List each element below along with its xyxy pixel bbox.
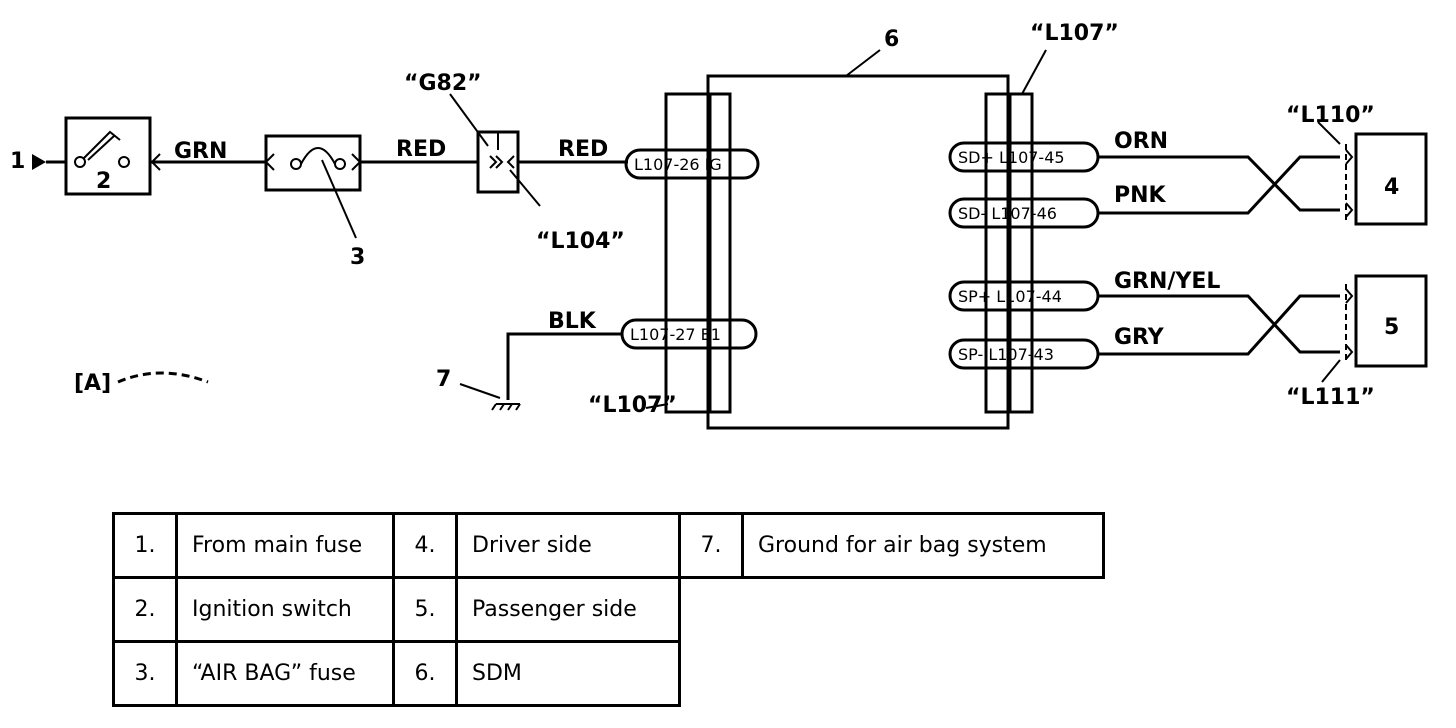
connector-l107-left bbox=[664, 92, 732, 414]
legend-number: 7. bbox=[678, 512, 744, 579]
legend-number: 4. bbox=[392, 512, 458, 579]
passenger-side-module bbox=[1354, 274, 1428, 368]
wire-color-red-2: RED bbox=[558, 137, 608, 162]
legend-text: Driver side bbox=[455, 512, 681, 579]
callout-2: 2 bbox=[96, 169, 111, 194]
legend-table: 1. From main fuse 4. Driver side 7. Grou… bbox=[112, 512, 1105, 707]
legend-text: Ignition switch bbox=[175, 576, 395, 643]
connector-l107-top-label: “L107” bbox=[1030, 21, 1119, 46]
pin-sp-plus-label: SP+ L107-44 bbox=[958, 287, 1062, 306]
callout-4: 4 bbox=[1384, 175, 1399, 200]
wire-color-gry: GRY bbox=[1114, 325, 1165, 350]
wire-color-grn: GRN bbox=[174, 139, 227, 164]
pin-l107-26-ig bbox=[624, 148, 760, 180]
legend-number: 2. bbox=[112, 576, 178, 643]
legend-number: 3. bbox=[112, 640, 178, 707]
connector-l107-bottom-label: “L107” bbox=[588, 393, 677, 418]
sdm-module bbox=[706, 74, 1010, 430]
connector-g82-label: “G82” bbox=[404, 71, 482, 96]
wire-color-pnk: PNK bbox=[1114, 183, 1167, 208]
callout-7: 7 bbox=[436, 367, 451, 392]
connector-l111-label: “L111” bbox=[1286, 385, 1375, 410]
legend-row: 1. From main fuse 4. Driver side 7. Grou… bbox=[112, 512, 1105, 579]
pin-sd-plus-label: SD+ L107-45 bbox=[958, 148, 1065, 167]
callout-6: 6 bbox=[884, 27, 899, 52]
input-arrow-icon bbox=[32, 154, 46, 170]
callout-1: 1 bbox=[10, 149, 25, 174]
legend-number: 1. bbox=[112, 512, 178, 579]
wire-color-orn: ORN bbox=[1114, 129, 1168, 154]
wire-color-blk: BLK bbox=[548, 309, 597, 334]
wire-color-red-1: RED bbox=[396, 137, 446, 162]
legend-row: 2. Ignition switch 5. Passenger side bbox=[112, 576, 1104, 643]
connector-l110-label: “L110” bbox=[1286, 103, 1375, 128]
switch-lever-icon bbox=[83, 130, 121, 161]
connector-l104-label: “L104” bbox=[536, 229, 625, 254]
wire-color-grn-yel: GRN/YEL bbox=[1114, 269, 1220, 294]
pin-sd-minus-label: SD- L107-46 bbox=[958, 204, 1057, 223]
view-label: [A] bbox=[74, 371, 111, 396]
driver-side-module bbox=[1354, 132, 1428, 226]
legend-text: “AIR BAG” fuse bbox=[175, 640, 395, 707]
pin-l107-27-e1-label: L107-27 E1 bbox=[630, 325, 721, 344]
legend-number: 6. bbox=[392, 640, 458, 707]
pin-l107-26-ig-label: L107-26 IG bbox=[634, 155, 722, 174]
callout-5: 5 bbox=[1384, 315, 1399, 340]
legend-text: SDM bbox=[455, 640, 681, 707]
legend-text: From main fuse bbox=[175, 512, 395, 579]
legend-number: 5. bbox=[392, 576, 458, 643]
wiring-diagram: 1 2 GRN 3 RED “G82” “L104” RED 6 “L107” … bbox=[10, 21, 1428, 430]
legend-text: Passenger side bbox=[455, 576, 681, 643]
callout-3: 3 bbox=[350, 245, 365, 270]
view-arc bbox=[117, 371, 209, 384]
pin-sp-minus-label: SP- L107-43 bbox=[958, 345, 1054, 364]
switch-contact-left bbox=[74, 156, 86, 168]
ground-icon bbox=[491, 403, 521, 411]
switch-contact-right bbox=[118, 156, 130, 168]
fuse-element-icon bbox=[300, 147, 336, 165]
legend-row: 3. “AIR BAG” fuse 6. SDM bbox=[112, 640, 1104, 707]
legend-text: Ground for air bag system bbox=[741, 512, 1105, 579]
ignition-switch bbox=[64, 116, 152, 196]
